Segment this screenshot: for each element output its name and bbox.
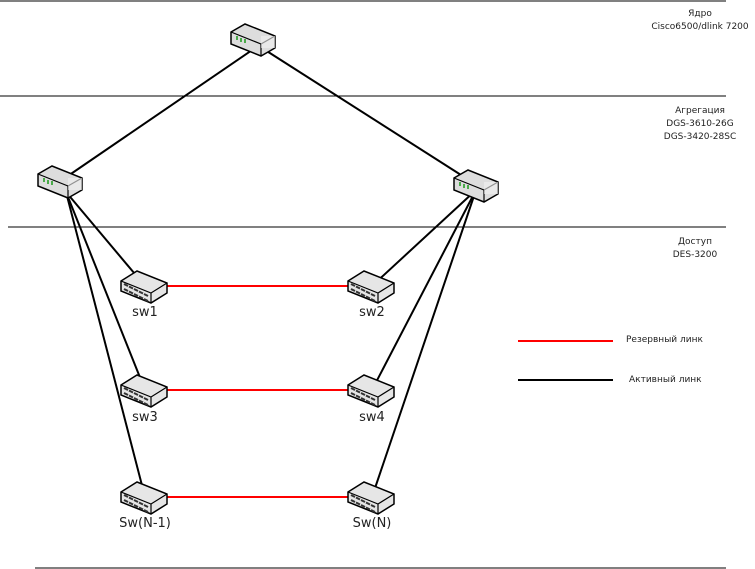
active-links xyxy=(61,45,477,498)
tier-core-label: Ядро Cisco6500/dlink 7200 xyxy=(645,8,755,34)
aggregation-right-router-icon xyxy=(453,169,499,203)
tier-aggregation-model-1: DGS-3610-26G xyxy=(666,119,734,129)
link-agg-left-sw3 xyxy=(65,191,146,391)
link-agg-right-sw2 xyxy=(371,189,477,287)
switch-label-swn-1: Sw(N-1) xyxy=(119,516,171,531)
switch-icon-sw1 xyxy=(120,270,168,304)
legend-backup-label: Резервный линк xyxy=(626,335,703,345)
link-core-agg-right xyxy=(261,47,473,183)
tier-aggregation-model-2: DGS-3420-28SC xyxy=(663,132,737,142)
tier-aggregation-label: Агрегация DGS-3610-26G DGS-3420-28SC xyxy=(645,105,755,144)
link-core-agg-left xyxy=(61,45,259,181)
link-agg-right-swn xyxy=(371,189,477,498)
link-agg-left-sw1 xyxy=(65,191,146,287)
backup-links xyxy=(145,285,372,498)
switch-label-swn: Sw(N) xyxy=(352,516,392,531)
switch-icon-swn-1 xyxy=(120,481,168,515)
tier-core-model: Cisco6500/dlink 7200 xyxy=(651,22,749,32)
switch-icon-sw4 xyxy=(347,374,395,408)
link-agg-right-sw4 xyxy=(371,189,477,391)
switch-icon-swn xyxy=(347,481,395,515)
switch-label-sw1: sw1 xyxy=(132,305,158,320)
link-agg-left-swn1 xyxy=(65,191,146,498)
switch-icon-sw2 xyxy=(347,270,395,304)
tier-access-model: DES-3200 xyxy=(672,250,718,260)
switch-label-sw3: sw3 xyxy=(132,410,158,425)
switch-icon-sw3 xyxy=(120,374,168,408)
tier-access-title: Доступ xyxy=(678,237,712,247)
tier-access-label: Доступ DES-3200 xyxy=(640,236,750,262)
core-router-icon xyxy=(230,23,276,57)
tier-core-title: Ядро xyxy=(688,9,712,19)
switch-label-sw4: sw4 xyxy=(359,410,385,425)
switch-label-sw2: sw2 xyxy=(359,305,385,320)
legend-active-label: Активный линк xyxy=(629,375,702,385)
tier-aggregation-title: Агрегация xyxy=(675,106,725,116)
